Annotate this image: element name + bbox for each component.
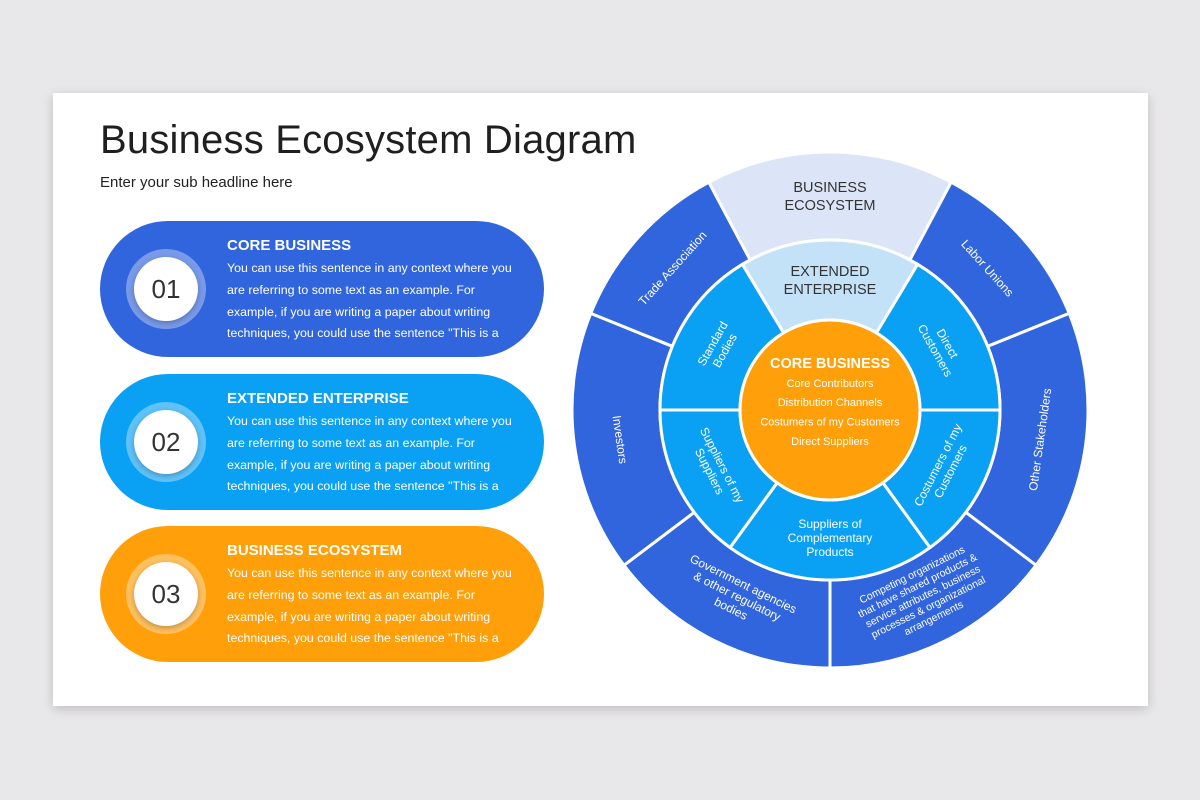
card-heading: EXTENDED ENTERPRISE [227,390,409,407]
card-body-text: You can use this sentence in any context… [227,414,512,494]
card-business-ecosystem: 03 BUSINESS ECOSYSTEM You can use this s… [100,526,544,662]
card-core-business: 01 CORE BUSINESS You can use this senten… [100,221,544,357]
card-heading: BUSINESS ECOSYSTEM [227,542,403,559]
card-extended-enterprise: 02 EXTENDED ENTERPRISE You can use this … [100,374,544,510]
core-item-label: Direct Suppliers [791,436,869,448]
number-badge: 02 [126,402,206,482]
badge-number: 03 [134,562,198,626]
badge-number: 02 [134,410,198,474]
card-body-text: You can use this sentence in any context… [227,566,512,646]
badge-number: 01 [134,257,198,321]
core-item-label: Costumers of my Customers [760,416,900,428]
core-item-label: Core Contributors [787,378,874,390]
core-business-circle [738,318,922,502]
card-body-text: You can use this sentence in any context… [227,261,512,341]
core-title-label: CORE BUSINESS [770,356,890,372]
page-title: Business Ecosystem Diagram [100,118,637,162]
outer-segment-label: Competing organizationsthat have shared … [851,540,995,653]
page-subtitle: Enter your sub headline here [100,174,293,191]
core-item-label: Distribution Channels [778,397,883,409]
outer-segment-label: Investors [610,414,631,464]
card-heading: CORE BUSINESS [227,237,352,254]
number-badge: 03 [126,554,206,634]
number-badge: 01 [126,249,206,329]
